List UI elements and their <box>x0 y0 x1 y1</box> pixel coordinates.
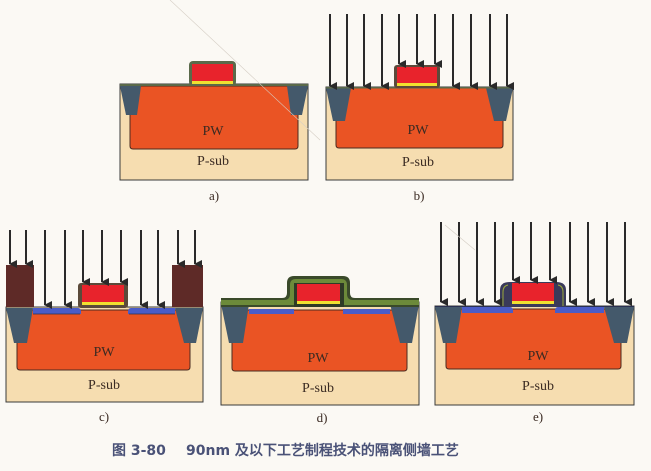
panel-b: PW P-sub b) <box>325 14 514 203</box>
svg-text:a): a) <box>209 188 219 203</box>
svg-text:PW: PW <box>528 349 550 364</box>
ldd-left <box>33 308 81 314</box>
svg-text:90nm 及以下工艺制程技术的隔离侧墙工艺: 90nm 及以下工艺制程技术的隔离侧墙工艺 <box>186 442 459 459</box>
sti-left <box>120 86 141 115</box>
gate-oxide <box>192 81 233 84</box>
svg-text:PW: PW <box>94 345 116 360</box>
panel-d: PW P-sub d) <box>220 276 420 425</box>
svg-text:P-sub: P-sub <box>402 155 434 170</box>
ldd-right <box>128 308 175 314</box>
svg-text:P-sub: P-sub <box>88 378 120 393</box>
svg-text:PW: PW <box>408 123 430 138</box>
implant-arrows-c <box>9 230 202 309</box>
svg-text:e): e) <box>533 409 543 424</box>
panel-c: PW P-sub c) <box>5 230 204 424</box>
photoresist-right <box>172 265 203 307</box>
gate <box>192 64 233 82</box>
svg-text:图 3-80: 图 3-80 <box>112 443 166 459</box>
svg-text:c): c) <box>99 409 109 424</box>
svg-text:b): b) <box>414 188 425 203</box>
svg-text:PW: PW <box>203 124 225 139</box>
figure-caption: 图 3-80 90nm 及以下工艺制程技术的隔离侧墙工艺 <box>112 442 459 459</box>
panel-a: PW P-sub a) <box>119 0 321 203</box>
svg-text:P-sub: P-sub <box>522 379 554 394</box>
sti-right <box>287 86 308 115</box>
photoresist-left <box>6 265 34 307</box>
svg-text:PW: PW <box>308 351 330 366</box>
panel-e: PW P-sub e) <box>434 222 635 424</box>
svg-text:P-sub: P-sub <box>302 381 334 396</box>
implant-arrows-e <box>440 222 632 306</box>
svg-text:P-sub: P-sub <box>197 154 229 169</box>
implant-arrows-b <box>329 14 514 90</box>
svg-text:d): d) <box>317 410 328 425</box>
